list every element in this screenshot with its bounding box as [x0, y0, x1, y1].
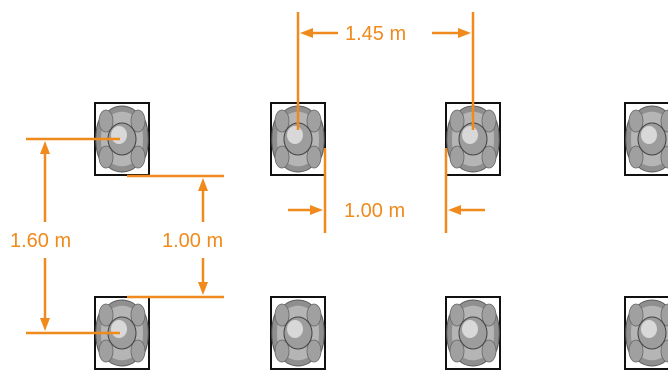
- vertical-spacing-dimension: [26, 137, 120, 335]
- dimension-lines: [26, 12, 485, 335]
- horizontal-spacing-label: 1.45 m: [345, 23, 406, 45]
- gap-spacing-label: 1.00 m: [162, 230, 223, 252]
- horizontal-gap-dimension: [288, 148, 485, 233]
- person-top-view-icon: [446, 299, 500, 367]
- person-box-r2c4: [624, 296, 668, 370]
- person-box-r2c2: [270, 296, 326, 370]
- person-top-view-icon: [625, 299, 668, 367]
- person-box-r2c3: [445, 296, 501, 370]
- person-box-r1c4: [624, 102, 668, 176]
- person-top-view-icon: [625, 105, 668, 173]
- vertical-spacing-label: 1.60 m: [10, 230, 71, 252]
- gap-spacing-dimension: [127, 174, 224, 299]
- horizontal-spacing-dimension: [296, 12, 475, 130]
- horizontal-gap-label: 1.00 m: [344, 200, 405, 222]
- person-top-view-icon: [271, 299, 325, 367]
